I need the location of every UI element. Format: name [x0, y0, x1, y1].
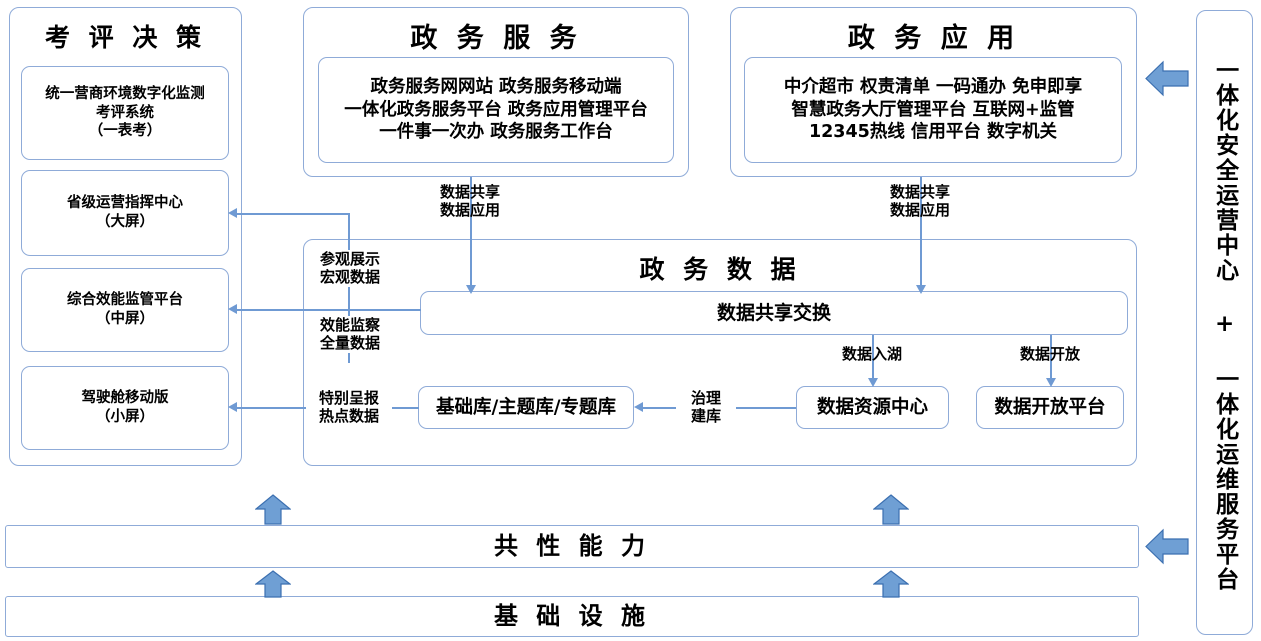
gov-application-title: 政 务 应 用: [847, 23, 1020, 54]
label-share-apply-right: 数据共享 数据应用: [889, 183, 950, 220]
connector-data-open-arrowhead: [1046, 378, 1056, 387]
connector-governance-build-arrowhead: [634, 402, 643, 412]
block-arrow-up-infra-to-common-left: [255, 570, 291, 598]
block-arrow-left-top: [1145, 60, 1189, 97]
security-ops-platform-panel: [1196, 10, 1253, 635]
connector-efficiency-horiz: [237, 309, 421, 311]
connector-share-apply-left: [470, 177, 472, 287]
block-arrow-up-infra-to-common-right: [873, 570, 909, 598]
base-theme-topic-library-box[interactable]: 基础库/主题库/专题库: [418, 386, 634, 429]
gov-application-content-box[interactable]: 中介超市 权责清单 一码通办 免申即享 智慧政务大厅管理平台 互联网+监管 12…: [744, 57, 1122, 163]
label-share-apply-left: 数据共享 数据应用: [439, 183, 500, 220]
common-capability-bar[interactable]: 共 性 能 力: [5, 525, 1139, 568]
left-item-unified-business-env[interactable]: 统一营商环境数字化监测 考评系统 （一表考）: [21, 66, 229, 160]
connector-share-apply-left-arrowhead: [466, 285, 476, 294]
label-efficiency-monitor: 效能监察 全量数据: [308, 316, 392, 353]
label-data-into-lake: 数据入湖: [841, 345, 902, 363]
connector-data-into-lake-arrowhead: [868, 378, 878, 387]
label-visit-display: 参观展示 宏观数据: [308, 250, 392, 287]
block-arrow-up-common-to-data-right: [873, 494, 909, 525]
gov-service-content-box[interactable]: 政务服务网网站 政务服务移动端 一体化政务服务平台 政务应用管理平台 一件事一次…: [318, 57, 674, 163]
data-sharing-exchange-box[interactable]: 数据共享交换: [420, 291, 1128, 335]
security-ops-platform-label: 一体化安全运营中心 + 一体化运维服务平台: [1211, 57, 1238, 592]
data-open-platform-box[interactable]: 数据开放平台: [976, 386, 1124, 429]
connector-data-open: [1050, 335, 1052, 380]
infrastructure-bar[interactable]: 基 础 设 施: [5, 596, 1139, 637]
block-arrow-left-bottom: [1145, 528, 1189, 565]
connector-share-apply-right: [920, 177, 922, 287]
label-special-report: 特别呈报 热点数据: [306, 389, 392, 426]
connector-efficiency-arrowhead: [228, 304, 237, 314]
connector-special-report-arrowhead: [228, 402, 237, 412]
connector-share-apply-right-arrowhead: [916, 285, 926, 294]
gov-service-title: 政 务 服 务: [410, 23, 582, 54]
gov-data-title: 政 务 数 据: [639, 255, 801, 284]
block-arrow-up-common-to-data-left: [255, 494, 291, 525]
left-item-provincial-command-center[interactable]: 省级运营指挥中心 （大屏）: [21, 170, 229, 256]
evaluation-decision-title: 考 评 决 策: [44, 23, 207, 52]
connector-visit-display-arrowhead: [228, 208, 237, 218]
connector-data-into-lake: [872, 335, 874, 380]
label-governance-build: 治理 建库: [676, 389, 736, 426]
left-item-efficiency-supervision-platform[interactable]: 综合效能监管平台 （中屏）: [21, 268, 229, 352]
left-item-cockpit-mobile[interactable]: 驾驶舱移动版 （小屏）: [21, 366, 229, 450]
data-resource-center-box[interactable]: 数据资源中心: [796, 386, 949, 429]
connector-visit-display-horiz: [237, 213, 350, 215]
label-data-open: 数据开放: [1019, 345, 1080, 363]
